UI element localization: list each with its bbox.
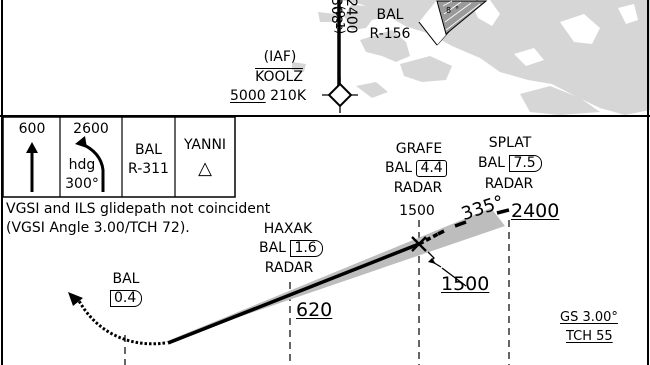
gs-intercept-marker-icon bbox=[411, 236, 467, 287]
threshold-dme: 0.4 bbox=[110, 290, 143, 307]
bal-311-station: BAL bbox=[135, 142, 162, 158]
yanni-fix-name: YANNI bbox=[183, 137, 227, 153]
iaf-name-text: KOOLZ bbox=[255, 69, 303, 85]
haxak-radar: RADAR bbox=[264, 260, 314, 276]
hatched-area bbox=[436, 0, 488, 35]
grafe-station: BAL bbox=[385, 160, 412, 176]
gs-intercept-alt: 1500 bbox=[441, 275, 489, 294]
haxak-station: BAL bbox=[259, 240, 286, 256]
iaf-alt: 5000 bbox=[230, 88, 266, 104]
haxak-dme: BAL 1.6 bbox=[259, 240, 323, 257]
vgsi-note-line2: (VGSI Angle 3.00/TCH 72). bbox=[6, 220, 190, 236]
vgsi-shaded-area bbox=[160, 208, 505, 344]
course-308-label: 308° bbox=[325, 0, 344, 31]
climb-alt-600: 600 bbox=[18, 121, 46, 137]
splat-station: BAL bbox=[478, 155, 505, 171]
haxak-fix-name: HAXAK bbox=[263, 221, 313, 237]
splat-radar: RADAR bbox=[484, 176, 534, 192]
splat-alt: 2400 bbox=[511, 202, 559, 221]
splat-fix-name: SPLAT bbox=[488, 135, 532, 151]
gs-angle: GS 3.00° bbox=[560, 311, 618, 324]
haxak-alt: 620 bbox=[296, 301, 332, 320]
course-alt-label: 2400 bbox=[342, 0, 359, 34]
gs-angle-value: GS 3.00° bbox=[560, 310, 618, 325]
plan-view: 8 ° bbox=[292, 0, 650, 115]
glidepath-line bbox=[167, 242, 420, 345]
grafe-dme: BAL 4.4 bbox=[385, 160, 447, 177]
threshold-station: BAL bbox=[112, 271, 140, 287]
course-alt: 2400 bbox=[343, 0, 359, 34]
tch-value: TCH 55 bbox=[566, 329, 613, 344]
grafe-radar: RADAR bbox=[393, 180, 443, 196]
koolz-fix-symbol bbox=[322, 77, 358, 113]
profile-view bbox=[68, 208, 510, 365]
iaf-tag: (IAF) bbox=[263, 49, 297, 65]
splat-alt-value: 2400 bbox=[511, 200, 560, 222]
haxak-alt-value: 620 bbox=[296, 299, 333, 321]
svg-text:°: ° bbox=[455, 5, 459, 14]
heading-label: hdg bbox=[68, 157, 96, 173]
vgsi-note-line1: VGSI and ILS glidepath not coincident bbox=[6, 201, 271, 217]
tch: TCH 55 bbox=[566, 330, 613, 343]
heading-value: 300° bbox=[65, 176, 99, 192]
bal-311-radial: R-311 bbox=[128, 161, 169, 177]
missed-approach-path bbox=[68, 292, 166, 346]
radial-156-line bbox=[418, 21, 438, 46]
haxak-dme-value: 1.6 bbox=[290, 240, 323, 257]
threshold-dme-value: 0.4 bbox=[110, 290, 143, 307]
course-308: 308° bbox=[328, 0, 344, 31]
turn-alt-2600: 2600 bbox=[73, 121, 109, 137]
iaf-speed: 210K bbox=[270, 88, 306, 104]
svg-text:8: 8 bbox=[446, 6, 451, 15]
yanni-triangle-icon: △ bbox=[198, 158, 212, 179]
splat-dme: BAL 7.5 bbox=[478, 155, 542, 172]
grafe-fix-name: GRAFE bbox=[395, 141, 443, 157]
gs-intercept-alt-value: 1500 bbox=[441, 273, 490, 295]
grafe-dme-value: 4.4 bbox=[416, 160, 447, 177]
iaf-alt-speed: 5000 210K bbox=[230, 89, 306, 103]
splat-dme-value: 7.5 bbox=[509, 155, 542, 172]
iaf-name: KOOLZ bbox=[238, 70, 320, 84]
grafe-alt: 1500 bbox=[399, 203, 435, 219]
bal-156-station: BAL bbox=[376, 7, 404, 23]
missed-approach-icons-box bbox=[2, 116, 236, 198]
bal-156-radial: R-156 bbox=[369, 26, 411, 42]
